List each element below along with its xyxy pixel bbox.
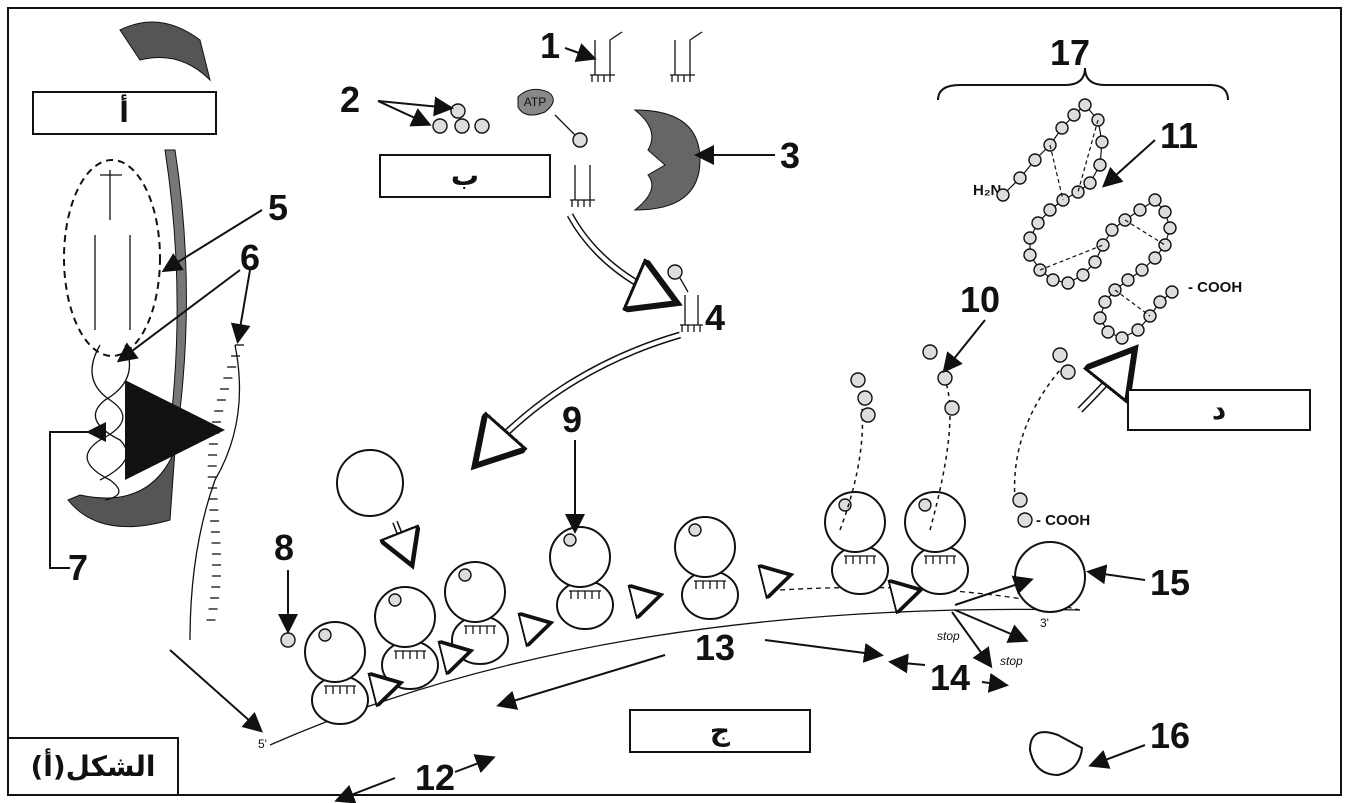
section-a-nucleus [49, 21, 244, 641]
cooh-label-2: - COOH [1036, 512, 1090, 529]
nuclear-envelope-right [164, 149, 187, 411]
number-label-13: 13 [695, 627, 735, 668]
transcription-bubble [63, 159, 161, 357]
number-label-5: 5 [268, 187, 288, 228]
number-label-3: 3 [780, 135, 800, 176]
number-label-4: 4 [705, 297, 725, 338]
ribosome [374, 586, 439, 690]
label-box-d [1127, 389, 1311, 431]
outer-frame [7, 7, 1342, 796]
arrow-to-ribosome [480, 333, 681, 460]
atp-molecule [517, 88, 554, 116]
cooh-label: - COOH [1188, 279, 1242, 296]
charged-trna-4 [667, 264, 703, 332]
number-label-6: 6 [240, 237, 260, 278]
folded-protein [996, 98, 1179, 345]
enzyme-synthetase [633, 109, 701, 211]
number-label-15: 15 [1150, 562, 1190, 603]
trna-free-1 [590, 31, 623, 82]
dna-ladder [94, 235, 131, 330]
trna-free-2 [670, 31, 703, 82]
label-box-c [629, 709, 811, 753]
large-subunit-released [1014, 541, 1086, 613]
number-label-1: 1 [540, 25, 560, 66]
ribosome [549, 526, 614, 630]
initiator-amino-acid [280, 632, 296, 648]
arrow-to-protein [1078, 355, 1130, 412]
caption-box [7, 737, 179, 796]
number-label-12: 12 [415, 757, 455, 798]
pointer-arrows [116, 43, 1156, 803]
activated-amino-acid [572, 132, 588, 148]
atp-label: ATP [524, 95, 546, 109]
stop-label-1: stop [937, 629, 960, 643]
number-label-7: 7 [68, 547, 88, 588]
number-label-14: 14 [930, 657, 970, 698]
arrow-to-4-outline [566, 213, 672, 304]
number-label-9: 9 [562, 399, 582, 440]
label-box-b [379, 154, 551, 198]
number-label-8: 8 [274, 527, 294, 568]
polypeptide-chain-released [850, 344, 1076, 528]
ribosome [674, 516, 739, 620]
label-d: د [1212, 393, 1226, 426]
ribosome [444, 561, 509, 665]
number-label-16: 16 [1150, 715, 1190, 756]
amino-acids-free [432, 103, 490, 134]
number-label-2: 2 [340, 79, 360, 120]
three-prime-label: 3' [1040, 616, 1049, 630]
number-label-11: 11 [1160, 115, 1198, 156]
mrna-strand-leaving [189, 344, 241, 641]
large-subunit-free [336, 449, 404, 517]
ribosome [304, 621, 369, 725]
ribosome [824, 491, 889, 595]
label-box-a [32, 91, 217, 135]
ribosome [904, 491, 969, 595]
stop-label-2: stop [1000, 654, 1023, 668]
dna-top [100, 170, 122, 220]
trna-charging [570, 165, 595, 207]
ribosome-group [280, 449, 969, 725]
number-label-10: 10 [960, 279, 1000, 320]
label-b: ب [451, 159, 479, 192]
figure-caption: الشكل(أ) [30, 748, 155, 783]
nuclear-envelope-top [119, 21, 211, 82]
five-prime-label: 5' [258, 737, 267, 751]
number-label-17: 17 [1050, 32, 1090, 73]
nuclear-envelope-bottom [67, 449, 176, 528]
label-c: ج [710, 714, 731, 748]
small-subunit-released [1028, 731, 1084, 777]
mrna-ticks [206, 344, 244, 621]
brace-17 [937, 67, 1229, 101]
label-a: أ [119, 94, 129, 129]
bracket-7 [49, 422, 106, 569]
